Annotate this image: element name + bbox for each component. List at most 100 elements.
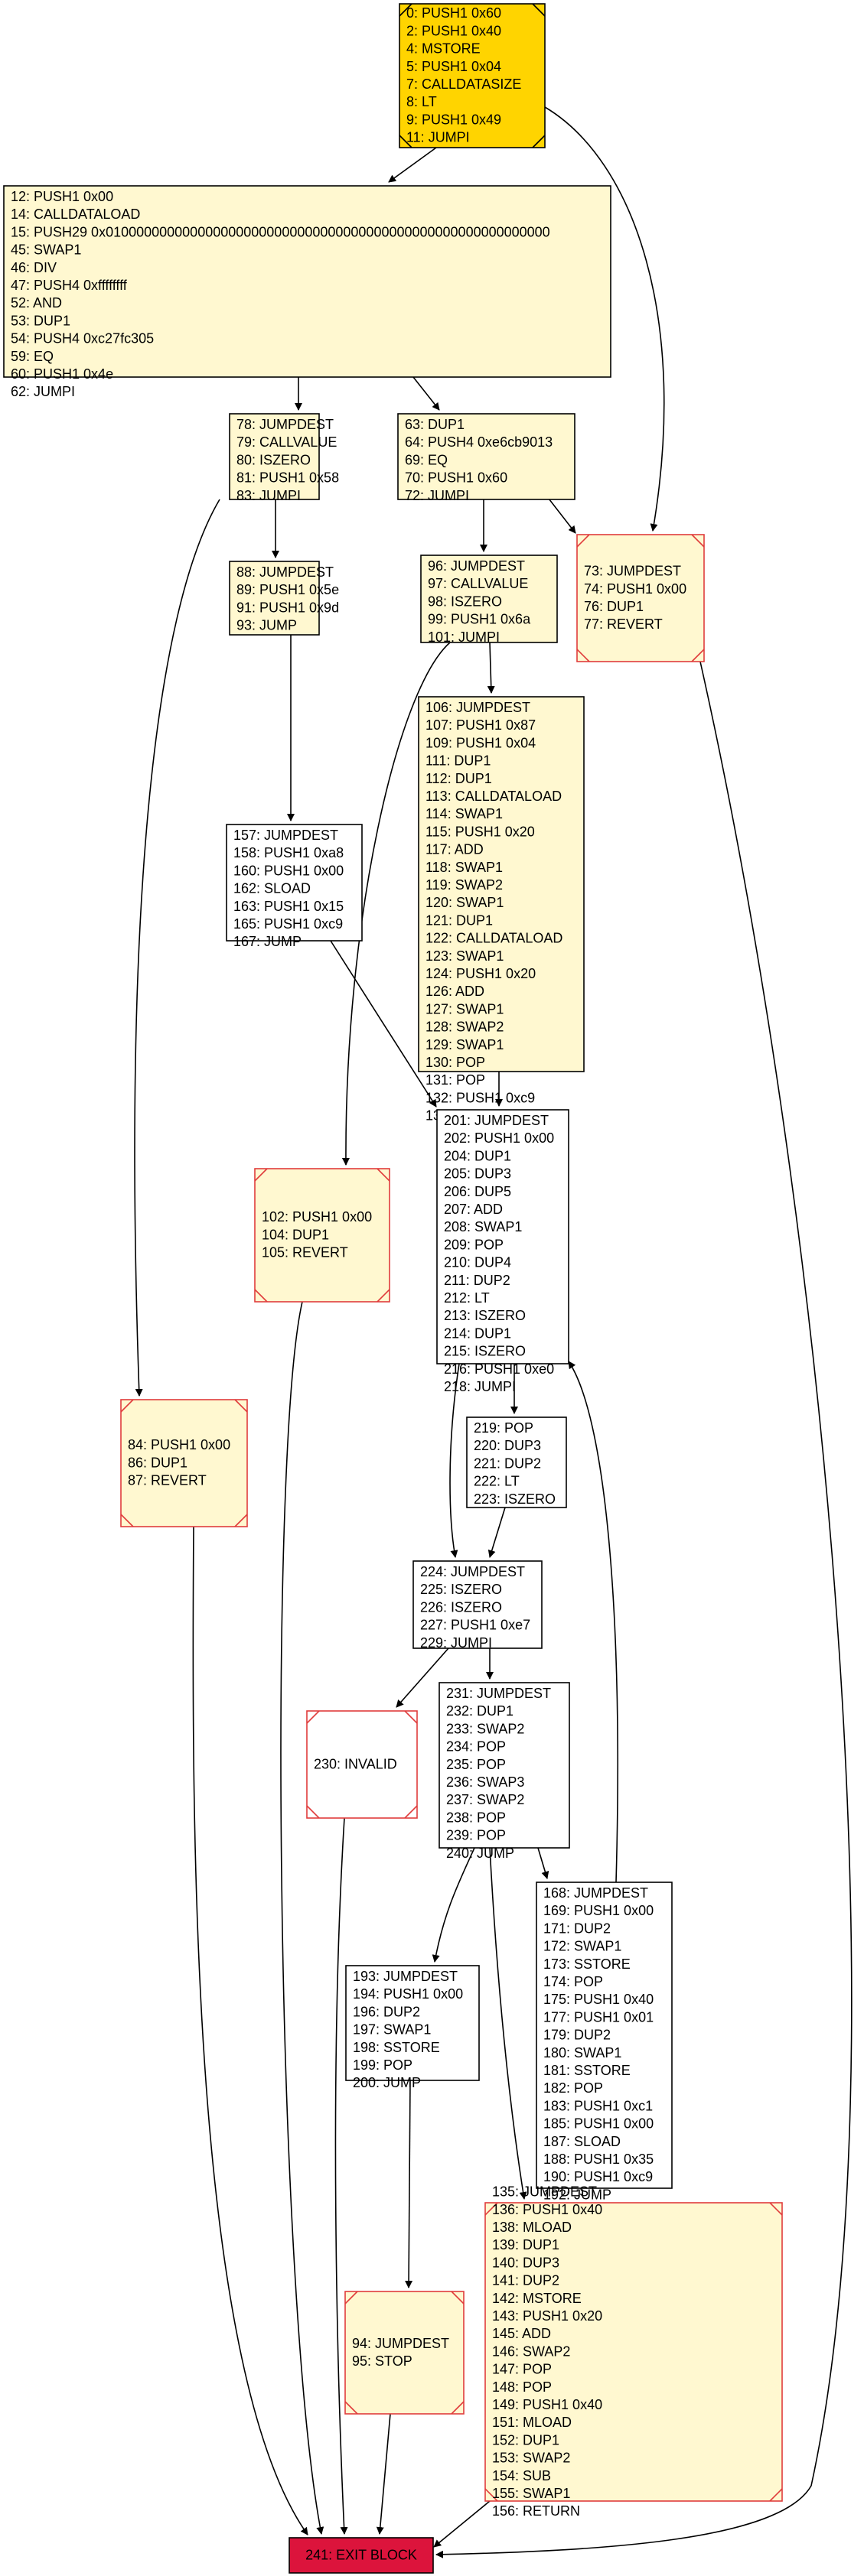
corner-mark <box>306 1805 320 1819</box>
instruction-line: 154: SUB <box>492 2468 551 2483</box>
instruction-line: 147: POP <box>492 2362 552 2377</box>
instruction-line: 231: JUMPDEST <box>446 1686 551 1701</box>
instruction-line: 207: ADD <box>444 1202 503 1217</box>
corner-mark <box>120 1399 134 1413</box>
instruction-line: 223: ISZERO <box>474 1491 556 1507</box>
instruction-line: 194: PUSH1 0x00 <box>353 1986 463 2002</box>
block-box <box>436 1109 569 1364</box>
instruction-line: 121: DUP1 <box>425 912 493 928</box>
instruction-line: 230: INVALID <box>314 1756 397 1771</box>
instruction-line: 140: DUP3 <box>492 2255 559 2270</box>
instruction-line: 177: PUSH1 0x01 <box>543 2009 654 2025</box>
instruction-line: 45: SWAP1 <box>11 242 81 258</box>
instruction-line: 237: SWAP2 <box>446 1792 524 1807</box>
instruction-line: 210: DUP4 <box>444 1255 511 1270</box>
instruction-line: 234: POP <box>446 1739 506 1755</box>
instruction-line: 94: JUMPDEST <box>352 2336 449 2351</box>
instruction-line: 218: JUMPI <box>444 1379 516 1394</box>
instruction-line: 2: PUSH1 0x40 <box>406 23 501 38</box>
instruction-line: 187: SLOAD <box>543 2134 621 2149</box>
instruction-line: 102: PUSH1 0x00 <box>262 1209 372 1225</box>
instruction-line: 76: DUP1 <box>584 599 644 614</box>
instruction-line: 158: PUSH1 0xa8 <box>233 845 344 860</box>
instruction-line: 130: POP <box>425 1055 485 1070</box>
instruction-line: 157: JUMPDEST <box>233 828 338 843</box>
instruction-line: 63: DUP1 <box>405 417 465 432</box>
corner-mark <box>769 2488 783 2502</box>
instruction-line: 88: JUMPDEST <box>236 564 334 580</box>
instruction-line: 192: JUMP <box>543 2187 611 2202</box>
instruction-line: 221: DUP2 <box>474 1456 541 1471</box>
block-box <box>536 1882 673 2189</box>
instruction-line: 149: PUSH1 0x40 <box>492 2397 602 2412</box>
block-box <box>484 2202 783 2502</box>
instruction-line: 128: SWAP2 <box>425 1020 504 1035</box>
instruction-line: 54: PUSH4 0xc27fc305 <box>11 331 154 346</box>
instruction-line: 136: PUSH1 0x40 <box>492 2202 602 2217</box>
instruction-line: 172: SWAP1 <box>543 1939 621 1954</box>
instruction-line: 97: CALLVALUE <box>428 576 528 591</box>
edge-arrow <box>544 106 665 532</box>
instruction-line: 236: SWAP3 <box>446 1774 524 1790</box>
instruction-line: 232: DUP1 <box>446 1703 514 1719</box>
block-box <box>229 413 320 500</box>
instruction-line: 204: DUP1 <box>444 1148 511 1163</box>
instruction-line: 226: ISZERO <box>420 1599 502 1615</box>
edge-arrow <box>435 661 853 2558</box>
instruction-line: 208: SWAP1 <box>444 1219 522 1234</box>
instruction-line: 200: JUMP <box>353 2075 421 2090</box>
block-box <box>306 1710 418 1819</box>
corner-mark <box>532 3 546 17</box>
instruction-line: 142: MSTORE <box>492 2291 582 2306</box>
instruction-line: 171: DUP2 <box>543 1921 611 1936</box>
corner-mark <box>377 1289 390 1303</box>
instruction-line: 15: PUSH29 0x010000000000000000000000000… <box>11 224 550 239</box>
instruction-line: 138: MLOAD <box>492 2220 572 2235</box>
instruction-line: 69: EQ <box>405 452 448 467</box>
instruction-line: 241: EXIT BLOCK <box>305 2547 417 2562</box>
instruction-line: 188: PUSH1 0x35 <box>543 2152 654 2167</box>
instruction-line: 80: ISZERO <box>236 452 311 467</box>
instruction-line: 72: JUMPI <box>405 488 469 503</box>
block-box <box>345 1965 480 2081</box>
instruction-line: 81: PUSH1 0x58 <box>236 470 339 486</box>
edges <box>134 106 853 2558</box>
instruction-line: 99: PUSH1 0x6a <box>428 612 531 627</box>
edge-arrow <box>376 2413 391 2535</box>
instruction-line: 107: PUSH1 0x87 <box>425 717 536 733</box>
instruction-line: 239: POP <box>446 1828 506 1843</box>
instruction-line: 47: PUSH4 0xffffffff <box>11 278 128 293</box>
instruction-line: 95: STOP <box>352 2353 412 2369</box>
instruction-line: 83: JUMPI <box>236 488 301 503</box>
corner-mark <box>120 1514 134 1527</box>
instruction-line: 123: SWAP1 <box>425 948 504 964</box>
block-box <box>289 2537 434 2574</box>
corner-mark <box>234 1399 248 1413</box>
edge-arrow <box>388 147 437 183</box>
instruction-line: 153: SWAP2 <box>492 2451 570 2466</box>
instruction-line: 201: JUMPDEST <box>444 1113 549 1128</box>
instruction-line: 165: PUSH1 0xc9 <box>233 916 343 932</box>
edge-arrow <box>449 1363 460 1558</box>
instruction-line: 169: PUSH1 0x00 <box>543 1903 654 1918</box>
corner-mark <box>234 1514 248 1527</box>
corner-mark <box>399 3 412 17</box>
instruction-line: 79: CALLVALUE <box>236 434 337 450</box>
instruction-line: 106: JUMPDEST <box>425 700 530 715</box>
instruction-line: 179: DUP2 <box>543 2028 611 2043</box>
corner-mark <box>306 1710 320 1724</box>
corner-mark <box>344 2291 358 2304</box>
block-box <box>439 1682 570 1849</box>
edge-arrow <box>433 2500 491 2548</box>
corner-mark <box>399 135 412 148</box>
instruction-line: 202: PUSH1 0x00 <box>444 1130 554 1146</box>
instruction-line: 87: REVERT <box>128 1473 207 1488</box>
instruction-line: 70: PUSH1 0x60 <box>405 470 507 486</box>
instruction-line: 183: PUSH1 0xc1 <box>543 2098 653 2113</box>
